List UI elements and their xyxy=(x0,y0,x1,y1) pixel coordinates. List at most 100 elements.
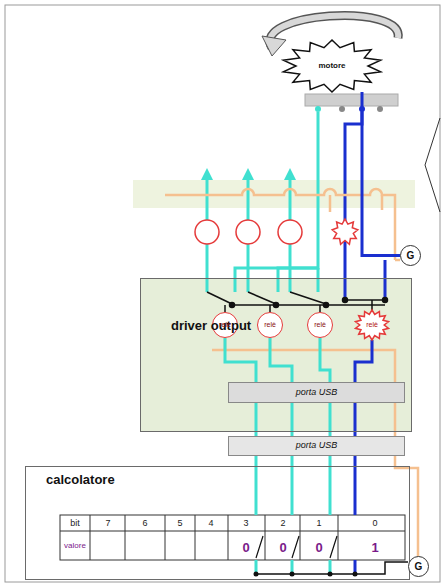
motor-starburst: motore xyxy=(282,40,382,92)
terminal-strip xyxy=(339,106,345,112)
bit-value: 1 xyxy=(371,540,378,555)
row-heading: bit xyxy=(70,518,80,528)
bit-wires xyxy=(291,466,294,515)
relay-switch xyxy=(224,305,226,312)
relay-coil: relè xyxy=(257,312,283,338)
output-wires xyxy=(201,168,213,180)
bit-wires xyxy=(254,466,409,577)
signal-wire xyxy=(354,456,357,466)
node-text: relè xyxy=(219,321,231,329)
bit-number: 0 xyxy=(372,518,377,528)
node-text: motore xyxy=(318,62,345,71)
lamp-symbol xyxy=(332,219,358,244)
lamp-symbol xyxy=(195,220,219,244)
bit-wires xyxy=(256,562,408,574)
driver-panel-fill xyxy=(140,278,412,432)
bit-wires xyxy=(353,572,358,577)
bit-number: 6 xyxy=(142,518,147,528)
bit-value: 0 xyxy=(315,540,322,555)
bit-wires xyxy=(328,572,333,577)
signal-wire xyxy=(291,456,294,466)
bit-wires xyxy=(255,466,258,515)
relay-switch xyxy=(383,298,388,303)
usb-port: porta USB xyxy=(228,436,405,456)
output-wires xyxy=(384,260,387,300)
signal-wire xyxy=(255,456,258,466)
lamp-symbol xyxy=(236,220,260,244)
orange-coil-wires xyxy=(225,338,372,350)
bit-table xyxy=(60,515,405,560)
orange-coil-wires xyxy=(395,259,400,262)
terminal-strip xyxy=(305,94,398,106)
bit-table xyxy=(60,531,405,532)
output-wires xyxy=(235,112,318,292)
bit-wires xyxy=(254,572,259,577)
terminal-strip xyxy=(315,106,321,112)
bit-value: 0 xyxy=(279,540,286,555)
signal-wire xyxy=(355,340,372,382)
bit-wires xyxy=(256,536,337,558)
node-text: relè xyxy=(366,321,378,329)
signal-wire xyxy=(225,338,256,382)
signal-wire xyxy=(320,338,330,382)
page-frame xyxy=(5,5,440,582)
output-wires xyxy=(284,168,296,180)
relay-switch xyxy=(324,303,329,308)
driver-panel: driver outputrelèrelèrelèrelèporta USB xyxy=(140,278,412,432)
bit-number: 4 xyxy=(208,518,213,528)
relay-switch xyxy=(269,305,271,312)
bit-wires xyxy=(354,466,357,515)
node-text: G xyxy=(415,561,423,572)
bit-number: 7 xyxy=(105,518,110,528)
node-text: relè xyxy=(314,321,326,329)
bit-wires xyxy=(290,572,295,577)
node-text: relè xyxy=(264,321,276,329)
bit-number: 2 xyxy=(280,518,285,528)
terminal-strip xyxy=(377,106,383,112)
generator-symbol: G xyxy=(400,245,421,266)
bit-table xyxy=(90,515,338,560)
starburst-outline xyxy=(283,40,380,92)
orange-coil-wires xyxy=(165,189,418,556)
relay-switch xyxy=(207,292,232,304)
computer-box: calcolatore xyxy=(25,466,410,580)
relay-switch xyxy=(343,298,348,303)
lamp-symbol xyxy=(195,219,358,244)
rotation-arrow xyxy=(262,36,286,56)
relay-switch xyxy=(248,292,276,304)
bit-number: 5 xyxy=(177,518,182,528)
node-text: driver output xyxy=(171,319,251,333)
row-heading: valore xyxy=(64,541,86,550)
output-wires xyxy=(278,268,318,292)
relay-switch xyxy=(230,303,235,308)
relay-switch xyxy=(319,305,321,312)
relay-switch xyxy=(232,304,385,306)
node-text: porta USB xyxy=(296,388,338,398)
bit-number: 3 xyxy=(243,518,248,528)
orange-coil-wires xyxy=(330,195,382,212)
output-wires xyxy=(317,268,320,292)
bit-wires xyxy=(329,466,332,515)
node-text: porta USB xyxy=(296,441,338,451)
relay-active: relè xyxy=(355,310,389,340)
relay-switch xyxy=(345,299,385,301)
generator-symbol: G xyxy=(408,556,429,577)
relay-switch xyxy=(371,300,373,310)
signal-wire xyxy=(329,456,332,466)
output-wires xyxy=(345,112,362,300)
starburst-outline xyxy=(355,310,388,340)
bit-value: 0 xyxy=(242,540,249,555)
node-text: calcolatore xyxy=(46,473,115,487)
relay-switch xyxy=(274,303,279,308)
output-wires xyxy=(242,168,254,180)
node-text: G xyxy=(407,250,415,261)
output-wires xyxy=(201,112,385,300)
lamp-symbol xyxy=(278,220,302,244)
bracket xyxy=(425,118,440,212)
terminal-strip xyxy=(305,94,398,112)
relay-switch xyxy=(290,292,326,304)
orange-coil-wires xyxy=(212,350,418,556)
